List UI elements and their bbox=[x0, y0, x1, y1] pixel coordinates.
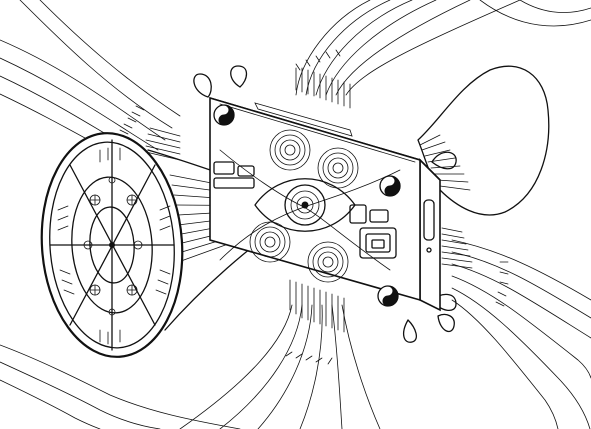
spiral-circles bbox=[249, 129, 359, 283]
disc-lens bbox=[40, 132, 184, 358]
hatched-bands bbox=[145, 67, 473, 333]
yin-yang-icon bbox=[213, 104, 235, 126]
loop-handles bbox=[193, 65, 457, 343]
central-box bbox=[209, 96, 441, 312]
yin-yang-icon bbox=[377, 285, 399, 307]
yin-yang-icons bbox=[213, 104, 401, 307]
circuit-panels bbox=[213, 161, 397, 259]
yin-yang-icon bbox=[379, 175, 401, 197]
